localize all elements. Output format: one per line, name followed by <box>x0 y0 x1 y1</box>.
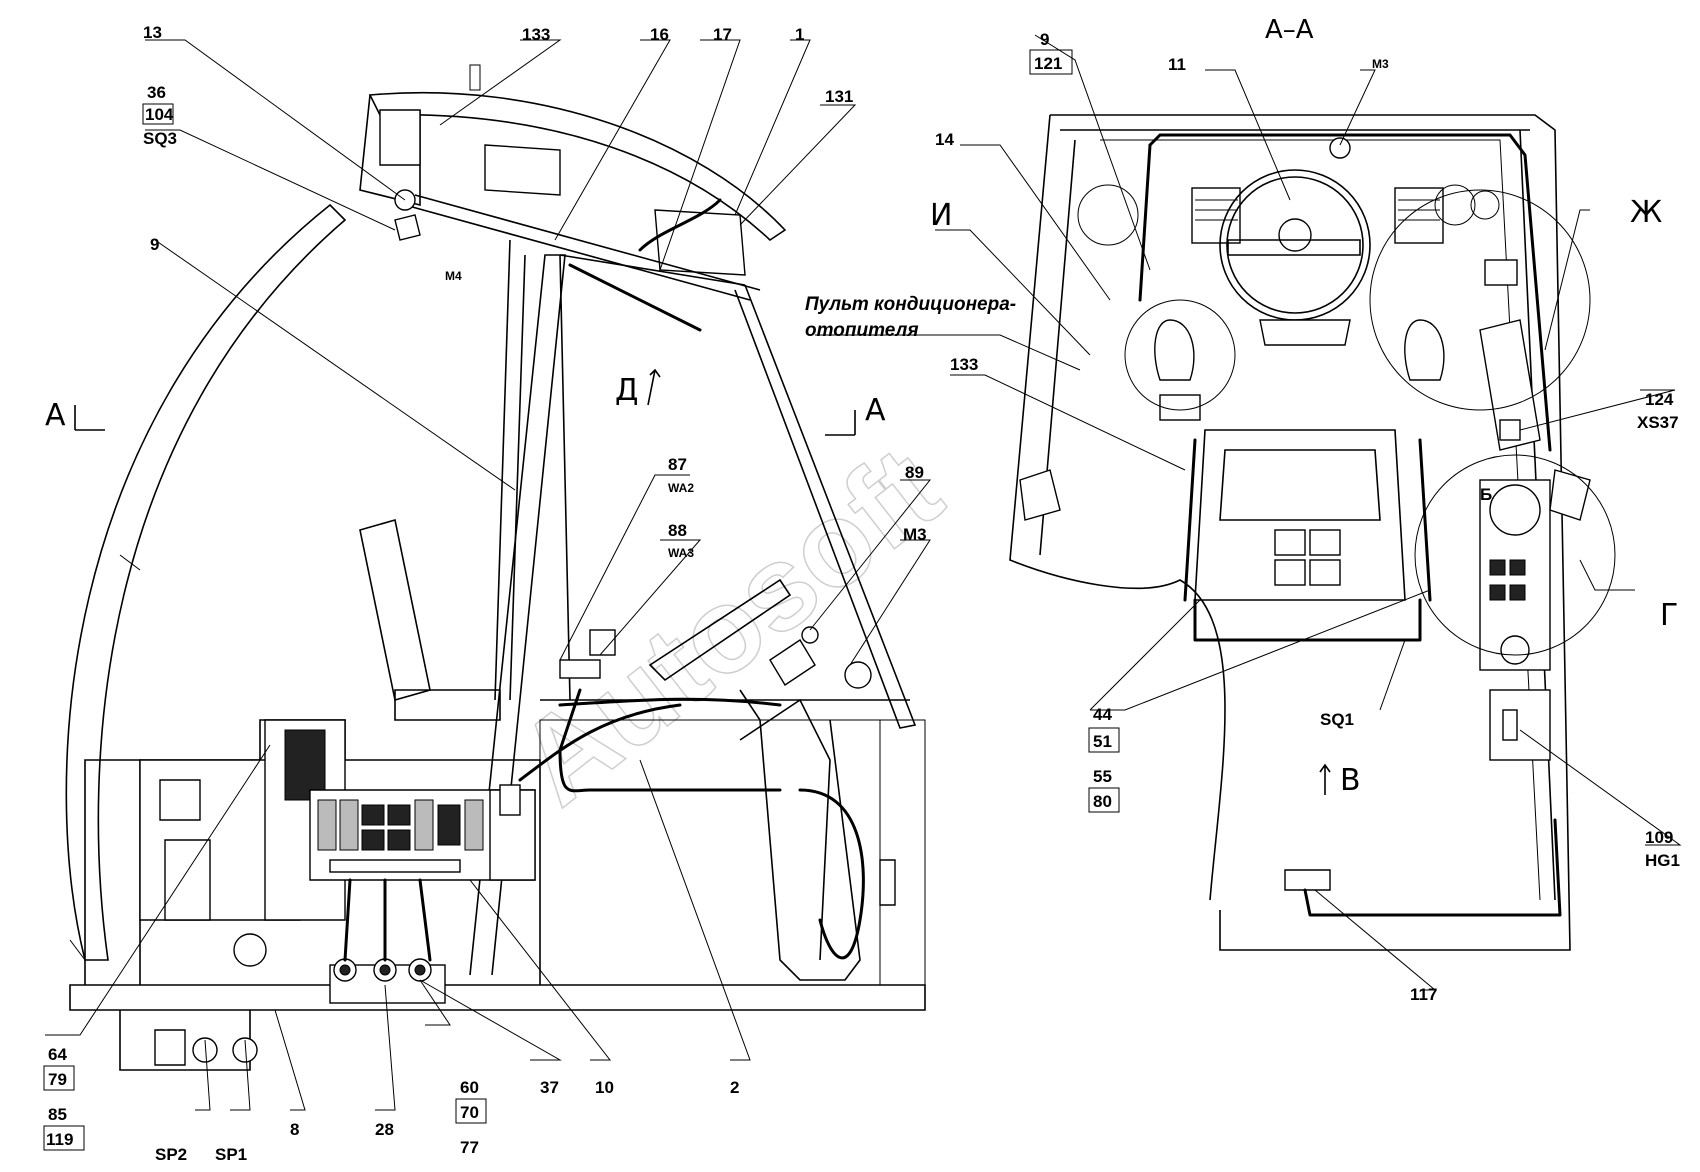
label-14: 14 <box>935 130 954 149</box>
circle-letter-g: Г <box>1660 598 1678 633</box>
section-title-aa: А–А <box>1265 15 1314 45</box>
view-mark-a-left: А <box>45 398 66 433</box>
circle-letter-zh: Ж <box>1630 195 1662 230</box>
view-arrow-d <box>647 368 661 406</box>
label-55: 55 <box>1093 767 1112 786</box>
label-104: 104 <box>145 105 174 124</box>
label-44: 44 <box>1093 705 1112 724</box>
label-frame-51 <box>1088 727 1120 753</box>
label-88: 88 <box>668 521 687 540</box>
label-13: 13 <box>143 23 162 42</box>
label-xs37: XS37 <box>1637 413 1679 432</box>
label-133-right: 133 <box>950 355 978 374</box>
view-mark-b-letter: Б <box>1480 485 1492 504</box>
view-arrow-a-right <box>825 410 856 436</box>
label-11: 11 <box>1168 55 1186 74</box>
label-133: 133 <box>522 25 550 44</box>
relay-block <box>317 799 484 873</box>
label-131: 131 <box>825 87 853 106</box>
label-frame-79 <box>43 1065 75 1091</box>
view-mark-d: Д <box>615 373 638 408</box>
label-124: 124 <box>1645 390 1674 409</box>
label-m4: M4 <box>445 269 462 283</box>
label-sq3: SQ3 <box>143 129 177 148</box>
label-36: 36 <box>147 83 166 102</box>
label-8: 8 <box>290 1120 299 1139</box>
label-60: 60 <box>460 1078 479 1097</box>
label-64: 64 <box>48 1045 67 1064</box>
label-2: 2 <box>730 1078 739 1097</box>
labels-right: 9 121 14 11 M3 133 124 XS37 44 51 55 80 … <box>935 30 1680 1004</box>
view-arrow-a-left <box>74 405 105 431</box>
grommets <box>329 958 446 1004</box>
leader-lines <box>45 34 1682 1111</box>
view-marks: А–А А А Д В Б Ж И Г Пульт кондиционера- … <box>45 15 1678 798</box>
label-wa2: WA2 <box>668 481 694 495</box>
label-70: 70 <box>460 1103 479 1122</box>
label-sq1: SQ1 <box>1320 710 1354 729</box>
label-17: 17 <box>713 25 732 44</box>
label-89: 89 <box>905 463 924 482</box>
label-frame-80 <box>1088 787 1120 813</box>
label-16: 16 <box>650 25 669 44</box>
label-frame-121 <box>1029 49 1073 75</box>
label-80: 80 <box>1093 792 1112 811</box>
label-frame-70 <box>455 1098 487 1124</box>
label-77: 77 <box>460 1138 479 1157</box>
label-9-right: 9 <box>1040 30 1049 49</box>
view-arrow-b <box>1319 763 1331 795</box>
view-mark-a-right: А <box>865 393 886 428</box>
side-view <box>65 64 926 1071</box>
label-wa3: WA3 <box>668 546 694 560</box>
label-frame-104 <box>142 103 174 125</box>
label-frame-119 <box>43 1125 85 1151</box>
label-51: 51 <box>1093 732 1112 751</box>
label-10: 10 <box>595 1078 614 1097</box>
label-37: 37 <box>540 1078 559 1097</box>
label-sp2: SP2 <box>155 1145 187 1164</box>
section-aa <box>1009 114 1616 951</box>
label-87: 87 <box>668 455 687 474</box>
label-1: 1 <box>795 25 804 44</box>
callout-line-2: отопителя <box>805 320 919 341</box>
callout-line-1: Пульт кондиционера- <box>805 294 1016 315</box>
view-mark-b: В <box>1340 763 1361 798</box>
label-hg1: HG1 <box>1645 851 1680 870</box>
labels-left: 13 133 16 17 1 131 36 104 SQ3 M4 9 87 WA… <box>43 23 927 1164</box>
label-28: 28 <box>375 1120 394 1139</box>
label-85: 85 <box>48 1105 67 1124</box>
label-109: 109 <box>1645 828 1673 847</box>
label-121: 121 <box>1034 54 1062 73</box>
label-119: 119 <box>46 1130 73 1149</box>
label-9-left: 9 <box>150 235 159 254</box>
label-m3-right: M3 <box>1372 57 1389 71</box>
label-sp1: SP1 <box>215 1145 247 1164</box>
label-79: 79 <box>48 1070 67 1089</box>
label-m3-left: M3 <box>903 525 927 544</box>
watermark: Autosoft <box>494 421 965 830</box>
circle-letter-i: И <box>930 198 952 233</box>
label-117: 117 <box>1410 985 1437 1004</box>
